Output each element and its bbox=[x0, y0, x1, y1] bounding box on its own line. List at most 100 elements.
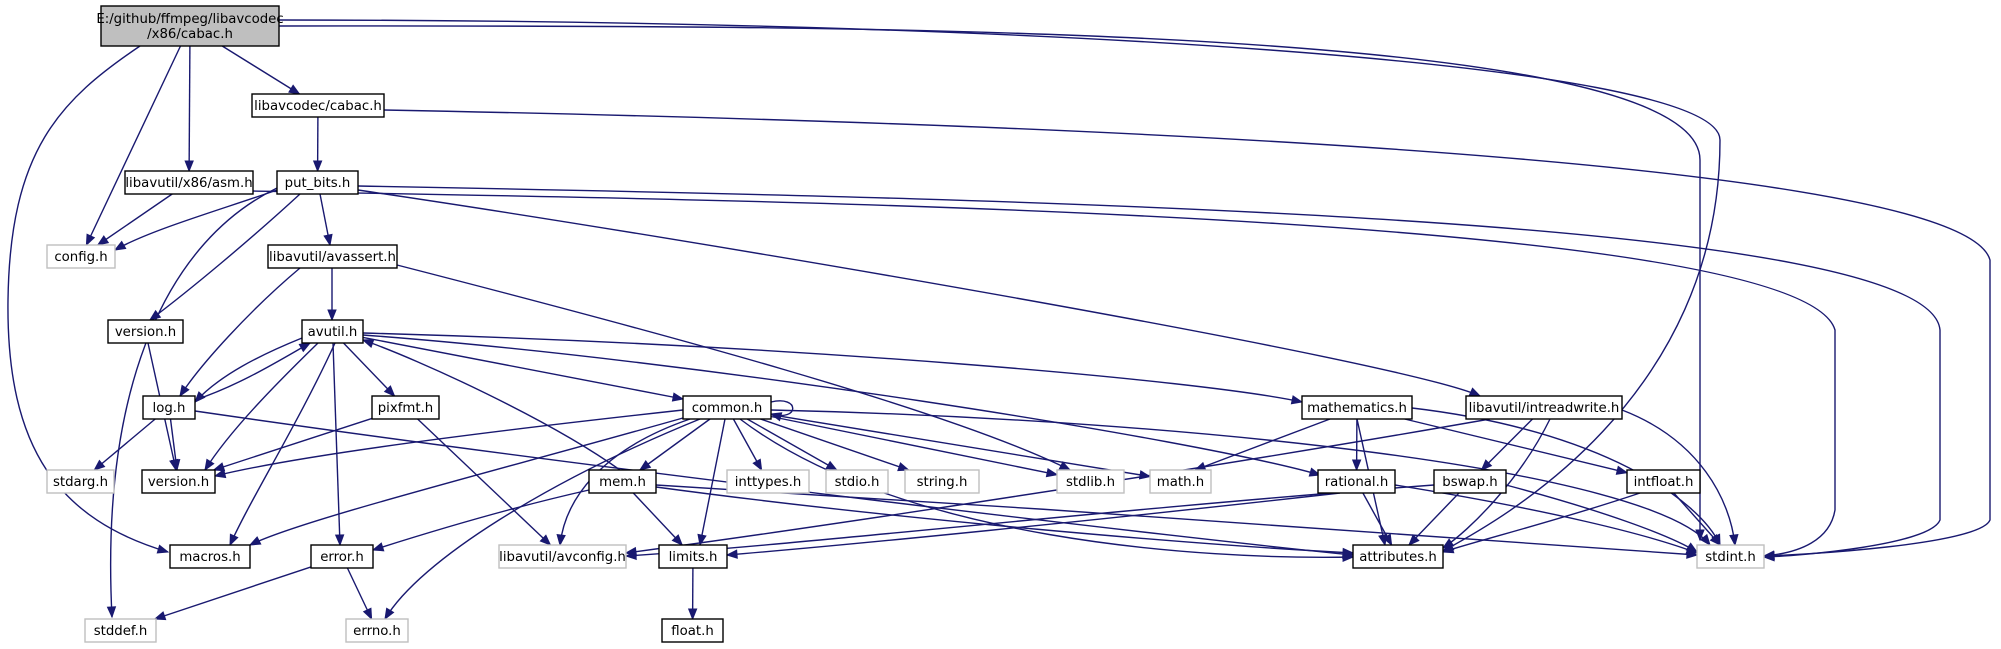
node-stdio[interactable]: stdio.h bbox=[825, 469, 889, 494]
edge-arrowhead-common-to-macros bbox=[248, 536, 262, 546]
edge-arrowhead-bswap-to-libavutil-avconfig bbox=[624, 550, 637, 561]
edge-arrowhead-avutil-to-error bbox=[334, 534, 345, 547]
edge-arrowhead-avutil-to-macros bbox=[229, 533, 239, 547]
edge-arrowhead-avutil-to-version-mid bbox=[204, 458, 215, 472]
node-box-math bbox=[1149, 469, 1212, 494]
node-box-errno bbox=[345, 618, 409, 643]
node-version-mid[interactable]: version.h bbox=[141, 469, 216, 494]
nodes-layer: E:/github/ffmpeg/libavcodec/x86/cabac.h l… bbox=[46, 5, 1765, 643]
edge-bswap-to-attributes bbox=[1408, 492, 1460, 546]
node-stdlib[interactable]: stdlib.h bbox=[1056, 469, 1125, 494]
node-rational[interactable]: rational.h bbox=[1317, 469, 1396, 494]
node-config[interactable]: config.h bbox=[46, 244, 116, 269]
node-stddef[interactable]: stddef.h bbox=[84, 618, 157, 643]
edge-root-to-macros bbox=[7, 45, 169, 553]
edge-arrowhead-common-to-stdlib bbox=[1045, 467, 1059, 478]
node-box-avutil bbox=[301, 319, 364, 344]
edge-log-to-attributes bbox=[194, 410, 1354, 556]
node-inttypes[interactable]: inttypes.h bbox=[726, 469, 810, 494]
edge-root-to-stdint bbox=[278, 25, 1701, 540]
edge-common-to-stdlib bbox=[770, 415, 1058, 476]
node-box-libavutil-avconfig bbox=[498, 544, 627, 569]
edge-arrowhead-libavcodec-cabac-to-put-bits bbox=[312, 160, 323, 173]
node-attributes[interactable]: attributes.h bbox=[1352, 544, 1444, 569]
node-box-put-bits bbox=[276, 170, 359, 195]
node-version-top[interactable]: version.h bbox=[107, 319, 184, 344]
node-libavutil-avconfig[interactable]: libavutil/avconfig.h bbox=[498, 544, 627, 569]
node-libavutil-intreadwrite[interactable]: libavutil/intreadwrite.h bbox=[1465, 395, 1623, 420]
node-intfloat[interactable]: intfloat.h bbox=[1626, 469, 1701, 494]
node-box-rational bbox=[1317, 469, 1396, 494]
node-avutil[interactable]: avutil.h bbox=[301, 319, 364, 344]
node-box-libavutil-avassert bbox=[267, 244, 398, 269]
edge-common-to-stdint bbox=[770, 409, 1711, 546]
edge-arrowhead-log-to-avutil bbox=[298, 342, 312, 353]
node-label-macros: macros.h bbox=[179, 550, 240, 565]
node-label-libavutil-avassert: libavutil/avassert.h bbox=[269, 250, 396, 265]
edge-log-to-avutil bbox=[194, 342, 311, 401]
node-error[interactable]: error.h bbox=[310, 544, 374, 569]
edge-arrowhead-mem-to-avutil bbox=[361, 339, 375, 348]
node-box-libavcodec-cabac bbox=[251, 93, 385, 118]
edge-arrowhead-put-bits-to-libavutil-avassert bbox=[323, 233, 333, 247]
node-root[interactable]: E:/github/ffmpeg/libavcodec/x86/cabac.h bbox=[96, 5, 284, 47]
edge-rational-to-stdint bbox=[1394, 484, 1698, 554]
node-put-bits[interactable]: put_bits.h bbox=[276, 170, 359, 195]
node-pixfmt[interactable]: pixfmt.h bbox=[371, 395, 440, 420]
node-label-attributes: attributes.h bbox=[1359, 550, 1437, 565]
node-box-attributes bbox=[1352, 544, 1444, 569]
edge-arrowhead-mem-to-attributes bbox=[1342, 547, 1355, 558]
node-macros[interactable]: macros.h bbox=[169, 544, 251, 569]
node-label-libavutil-x86-asm: libavutil/x86/asm.h bbox=[125, 176, 252, 191]
edge-pixfmt-to-libavutil-avconfig bbox=[417, 418, 551, 546]
node-common[interactable]: common.h bbox=[682, 395, 772, 420]
edge-arrowhead-libavutil-intreadwrite-to-bswap bbox=[1480, 459, 1493, 471]
edge-arrowhead-mathematics-to-rational bbox=[1351, 459, 1362, 472]
node-label-put-bits: put_bits.h bbox=[285, 176, 351, 191]
node-stdint[interactable]: stdint.h bbox=[1696, 544, 1765, 569]
node-float[interactable]: float.h bbox=[661, 618, 724, 643]
edge-arrowhead-error-to-errno bbox=[362, 607, 373, 621]
node-libavutil-x86-asm[interactable]: libavutil/x86/asm.h bbox=[124, 170, 254, 195]
edge-arrowhead-avutil-to-pixfmt bbox=[383, 385, 396, 397]
edge-arrowhead-common-to-errno bbox=[384, 607, 395, 621]
node-mathematics[interactable]: mathematics.h bbox=[1301, 395, 1413, 420]
edge-common-to-stdio bbox=[746, 418, 838, 471]
edge-common-to-macros bbox=[249, 415, 691, 546]
edge-put-bits-to-stdint bbox=[357, 185, 1941, 558]
edges-layer bbox=[7, 19, 1991, 621]
node-box-stdarg bbox=[46, 469, 115, 494]
node-errno[interactable]: errno.h bbox=[345, 618, 409, 643]
edge-error-to-stddef bbox=[154, 566, 312, 620]
node-bswap[interactable]: bswap.h bbox=[1433, 469, 1507, 494]
node-label-errno: errno.h bbox=[353, 624, 401, 639]
edge-arrowhead-avutil-to-mathematics bbox=[1290, 395, 1304, 405]
edge-arrowhead-rational-to-attributes bbox=[1382, 533, 1393, 547]
edge-arrowhead-mathematics-to-intfloat bbox=[1615, 465, 1629, 475]
edge-intfloat-to-attributes bbox=[1442, 492, 1641, 553]
node-math[interactable]: math.h bbox=[1149, 469, 1212, 494]
node-string[interactable]: string.h bbox=[904, 469, 980, 494]
node-mem[interactable]: mem.h bbox=[588, 469, 657, 494]
node-log[interactable]: log.h bbox=[142, 395, 196, 420]
node-stdarg[interactable]: stdarg.h bbox=[46, 469, 115, 494]
node-label-root-1: E:/github/ffmpeg/libavcodec bbox=[96, 12, 283, 27]
node-label-root-2: /x86/cabac.h bbox=[147, 27, 233, 42]
edge-avutil-to-common bbox=[362, 336, 684, 400]
node-box-common bbox=[682, 395, 772, 420]
node-box-float bbox=[661, 618, 724, 643]
edge-common-to-math bbox=[770, 414, 1151, 478]
edge-arrowhead-put-bits-to-config bbox=[113, 240, 127, 251]
edge-arrowhead-bswap-to-attributes bbox=[1408, 534, 1420, 546]
edge-arrowhead-libavutil-avassert-to-avutil bbox=[327, 309, 337, 322]
node-limits[interactable]: limits.h bbox=[658, 544, 728, 569]
node-box-stdint bbox=[1696, 544, 1765, 569]
node-box-string bbox=[904, 469, 980, 494]
edge-arrowhead-intfloat-to-stdint bbox=[1709, 534, 1722, 547]
node-label-error: error.h bbox=[320, 550, 364, 565]
node-libavcodec-cabac[interactable]: libavcodec/cabac.h bbox=[251, 93, 385, 118]
edge-mem-to-avutil bbox=[362, 339, 621, 471]
edge-put-bits-to-version-top bbox=[149, 193, 301, 321]
node-libavutil-avassert[interactable]: libavutil/avassert.h bbox=[267, 244, 398, 269]
node-box-version-top bbox=[107, 319, 184, 344]
